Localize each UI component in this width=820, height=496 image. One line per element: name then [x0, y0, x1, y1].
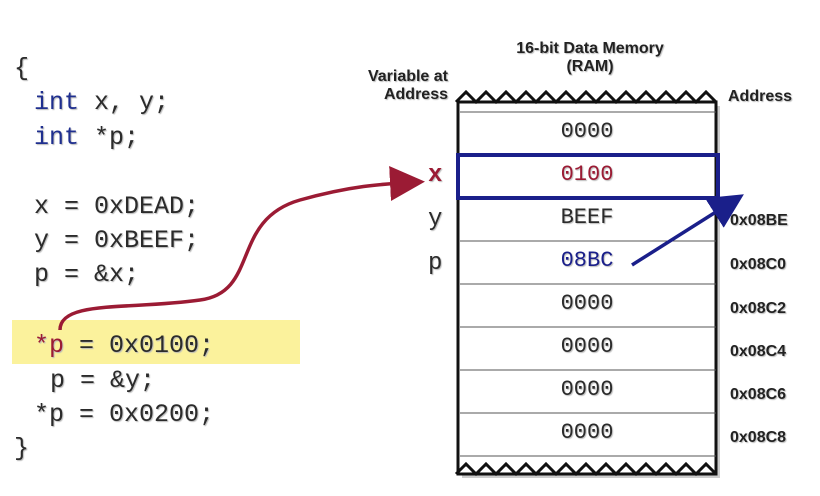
code-line-assign-y: y = 0xBEEF;: [34, 226, 200, 255]
memory-title: 16-bit Data Memory (RAM): [470, 40, 710, 76]
var-label-y: y: [428, 206, 443, 233]
deref-arrow: [58, 165, 425, 331]
memory-cell: 0000: [560, 334, 614, 359]
code-line-assign-x: x = 0xDEAD;: [34, 192, 200, 221]
open-brace: {: [14, 54, 30, 83]
memory-cell: 0000: [560, 377, 614, 402]
address-label: 0x08C0: [730, 256, 787, 273]
variable-at-line2: Address: [383, 86, 448, 103]
variable-at-line1: Variable at: [367, 68, 448, 85]
address-column-label: Address: [728, 88, 793, 105]
keyword-int: int: [34, 88, 80, 117]
code-line-deref-assign: *p = 0x0100;: [34, 329, 214, 363]
address-label: 0x08BE: [730, 212, 788, 229]
variable-at-address-label: Variable at Address: [344, 68, 448, 104]
keyword-int: int: [34, 123, 80, 152]
memory-cell-x: 0100: [560, 162, 614, 187]
pointer-arrow: [631, 194, 744, 267]
memory-top-zigzag: [454, 89, 718, 105]
var-label-x: x: [428, 162, 443, 189]
address-label: 0x08C8: [730, 429, 787, 446]
code-line-decl-p: int *p;: [34, 121, 139, 155]
code-line-assign-p-y: p = &y;: [50, 366, 156, 395]
memory-cell-y: BEEF: [560, 205, 614, 230]
address-label: 0x08C4: [730, 343, 787, 360]
code-text: x, y;: [79, 88, 170, 117]
memory-title-line1: 16-bit Data Memory: [516, 40, 664, 57]
code-text: = 0x0100;: [64, 331, 215, 360]
memory-cell-p: 08BC: [560, 248, 614, 273]
highlighted-cell-x: [456, 153, 720, 200]
memory-cell: 0000: [560, 420, 614, 445]
memory-cell: 0000: [560, 119, 614, 144]
address-label: 0x08C2: [730, 300, 787, 317]
close-brace: }: [14, 434, 30, 463]
memory-box: [456, 100, 718, 476]
code-block: { int x, y; int *p; x = 0xDEAD; y = 0xBE…: [0, 0, 214, 463]
code-text: *p;: [79, 123, 140, 152]
code-line-assign-p: p = &x;: [34, 260, 140, 289]
code-line-decl-xy: int x, y;: [34, 86, 169, 120]
pointer-deref: *p: [34, 331, 65, 360]
address-label: 0x08C6: [730, 386, 787, 403]
var-label-p: p: [428, 250, 443, 277]
memory-bottom-zigzag: [454, 461, 718, 477]
memory-cell: 0000: [560, 291, 614, 316]
code-line-deref-assign-2: *p = 0x0200;: [34, 400, 215, 429]
memory-title-line2: (RAM): [566, 58, 614, 75]
